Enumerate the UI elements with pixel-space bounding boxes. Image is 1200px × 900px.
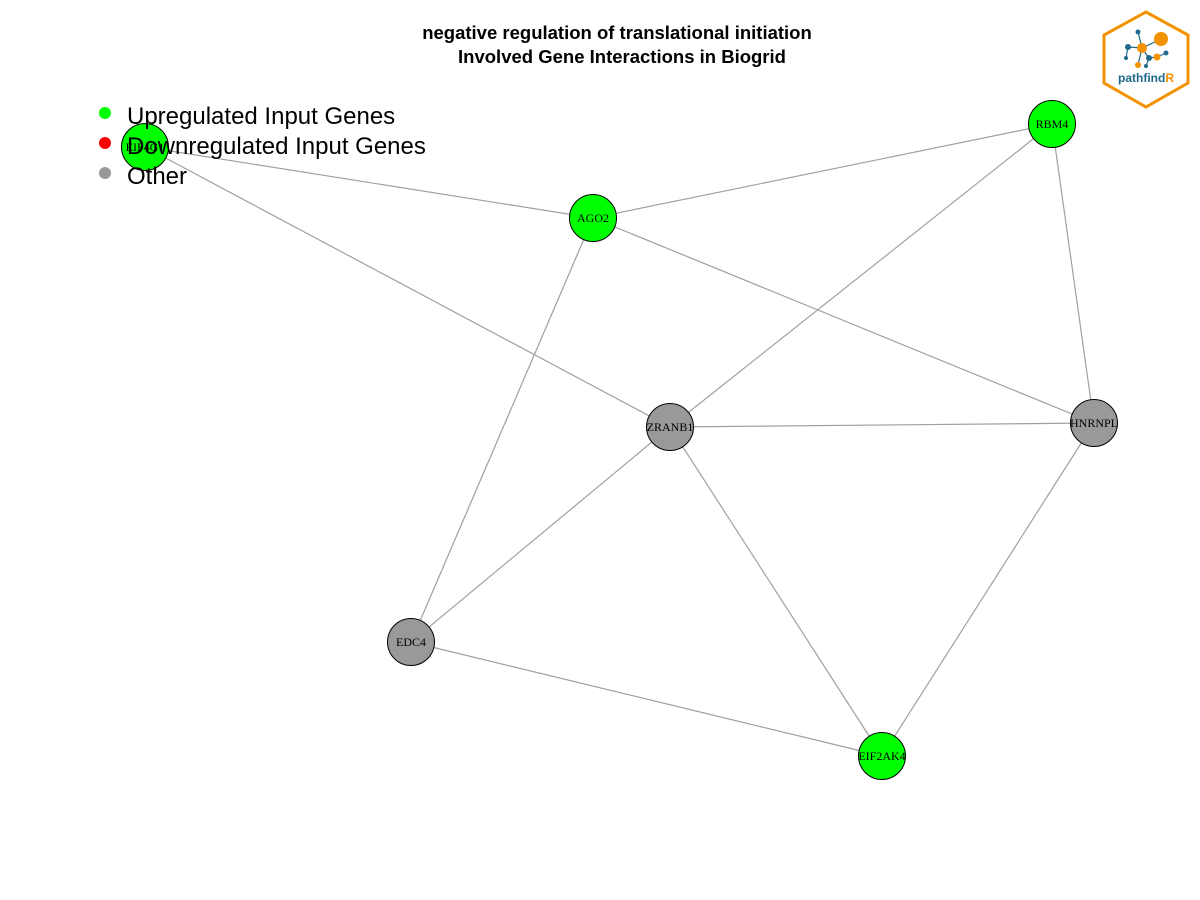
node-label-zranb1: ZRANB1	[647, 420, 694, 434]
legend-dot-downregulated	[99, 137, 111, 149]
edge-zranb1-edc4	[410, 426, 671, 643]
pathfindr-logo: pathfindR	[1102, 10, 1190, 109]
node-label-edc4: EDC4	[396, 635, 426, 649]
edge-eif4g1-ago2	[144, 146, 594, 219]
legend-label-upregulated: Upregulated Input Genes	[127, 103, 395, 130]
edge-hnrnpl-eif2ak4	[881, 422, 1095, 757]
edge-rbm4-zranb1	[669, 123, 1053, 428]
edge-zranb1-eif2ak4	[669, 426, 883, 757]
node-hnrnpl: HNRNPL	[1070, 399, 1118, 447]
node-circle-zranb1	[646, 403, 694, 451]
legend-dot-other	[99, 167, 111, 179]
node-label-rbm4: RBM4	[1036, 117, 1069, 131]
edge-zranb1-hnrnpl	[669, 422, 1095, 428]
node-circle-edc4	[387, 618, 435, 666]
node-label-eif2ak4: EIF2AK4	[858, 749, 905, 763]
node-circle-eif2ak4	[858, 732, 906, 780]
edge-edc4-eif2ak4	[410, 641, 883, 757]
node-label-ago2: AGO2	[577, 211, 609, 225]
title-line-2: Involved Gene Interactions in Biogrid	[458, 46, 786, 67]
edge-eif4g1-zranb1	[144, 146, 671, 428]
node-circle-ago2	[569, 194, 617, 242]
logo-text-main: pathfind	[1118, 71, 1165, 85]
node-label-hnrnpl: HNRNPL	[1070, 416, 1118, 430]
legend-item-other: Other	[99, 163, 187, 190]
title-line-1: negative regulation of translational ini…	[422, 22, 812, 43]
legend-label-other: Other	[127, 163, 187, 190]
edge-ago2-edc4	[410, 217, 594, 643]
node-circle-eif4g1	[121, 123, 169, 171]
node-zranb1: ZRANB1	[646, 403, 694, 451]
edge-rbm4-hnrnpl	[1051, 123, 1095, 424]
node-circle-hnrnpl	[1070, 399, 1118, 447]
legend: Upregulated Input Genes Downregulated In…	[99, 103, 426, 190]
legend-item-upregulated: Upregulated Input Genes	[99, 103, 395, 130]
node-ago2: AGO2	[569, 194, 617, 242]
legend-label-downregulated: Downregulated Input Genes	[127, 133, 426, 160]
logo-wordmark: pathfindR	[1118, 71, 1174, 85]
node-edc4: EDC4	[387, 618, 435, 666]
legend-item-downregulated: Downregulated Input Genes	[99, 133, 426, 160]
node-circle-rbm4	[1028, 100, 1076, 148]
node-eif4g1: EIF4G1	[121, 123, 169, 171]
logo-hexagon	[1102, 10, 1190, 109]
legend-dot-upregulated	[99, 107, 111, 119]
logo-text-accent: R	[1165, 71, 1174, 85]
node-rbm4: RBM4	[1028, 100, 1076, 148]
edge-ago2-hnrnpl	[592, 217, 1095, 424]
node-label-eif4g1: EIF4G1	[126, 140, 165, 154]
edge-ago2-rbm4	[592, 123, 1053, 219]
node-eif2ak4: EIF2AK4	[858, 732, 906, 780]
network-graph-icon	[1124, 29, 1169, 68]
edge-layer	[144, 123, 1095, 757]
